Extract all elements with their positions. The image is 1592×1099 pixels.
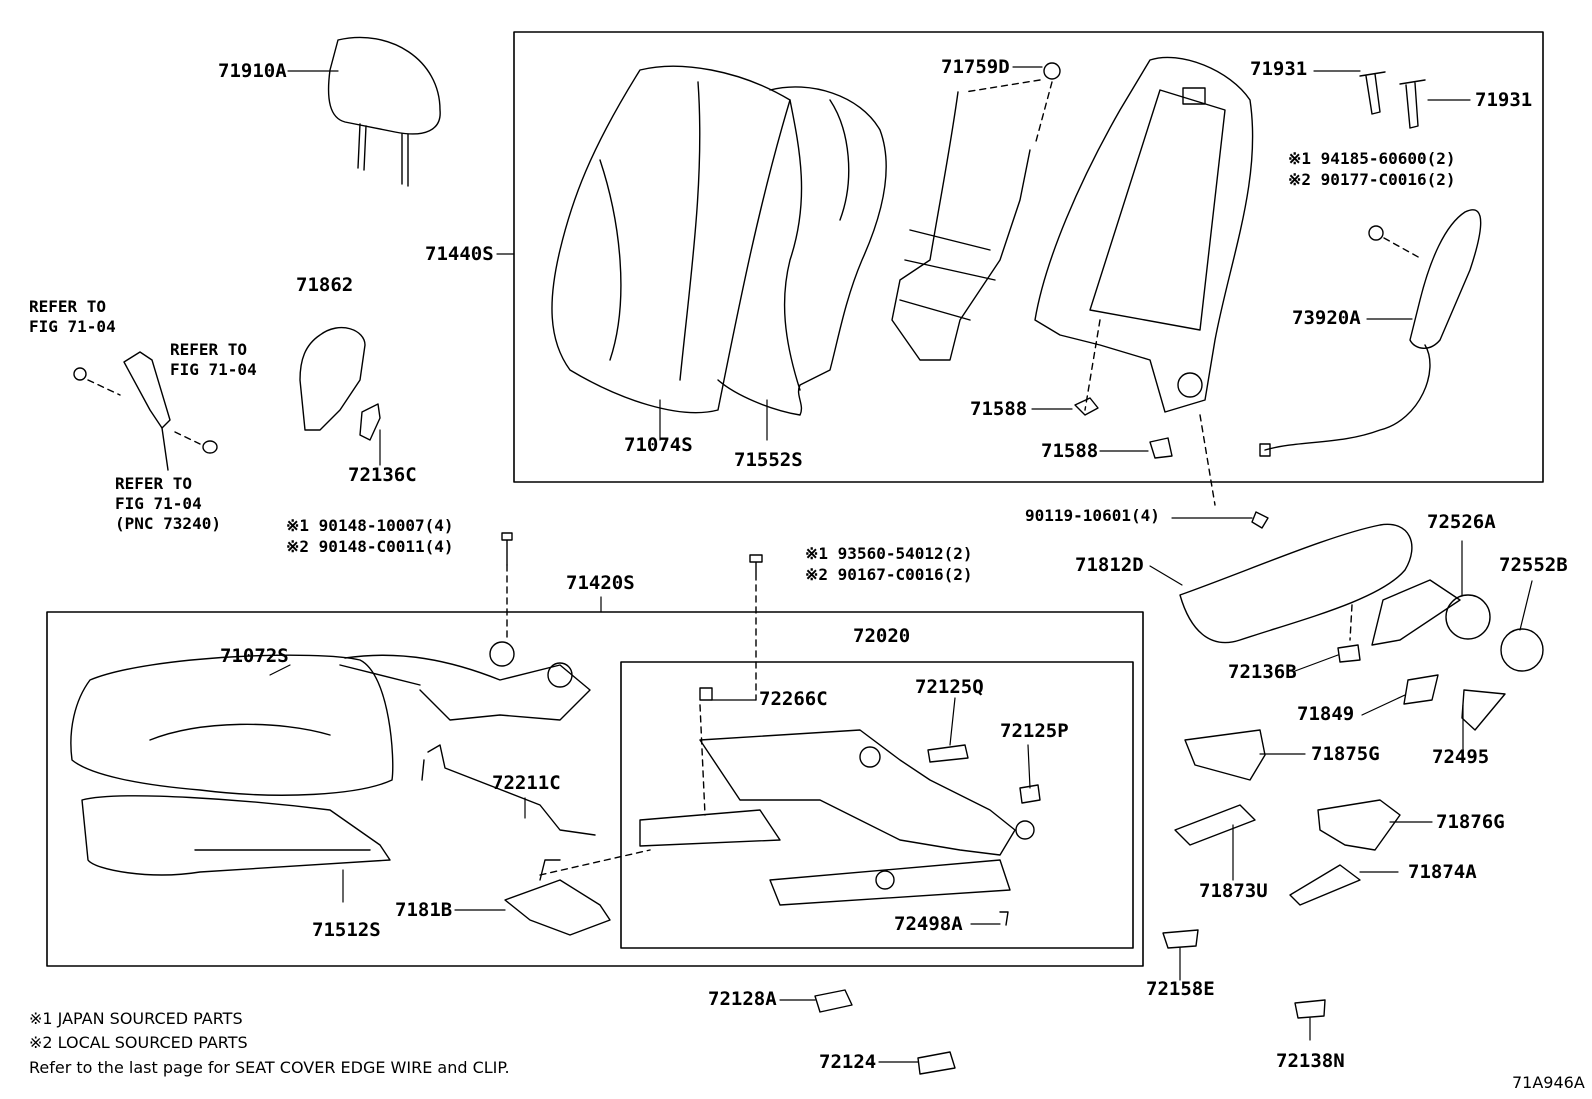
- back-board-part: [299, 326, 381, 441]
- label-72552B: 72552B: [1499, 554, 1568, 576]
- seat-cushion-pad-part: [81, 795, 391, 876]
- label-71873U: 71873U: [1199, 880, 1268, 902]
- label-72136B: 72136B: [1228, 661, 1297, 683]
- reference-note-3: REFER TO FIG 71-04 (PNC 73240): [115, 474, 221, 533]
- label-71074S: 71074S: [624, 434, 693, 456]
- label-71849: 71849: [1297, 703, 1355, 725]
- label-71072S: 71072S: [220, 645, 289, 667]
- label-72495: 72495: [1432, 746, 1490, 768]
- label-72125Q: 72125Q: [915, 676, 984, 698]
- label-72526A: 72526A: [1427, 511, 1496, 533]
- footnote-seat-cover-edge-wire: Refer to the last page for SEAT COVER ED…: [29, 1058, 510, 1077]
- label-71588-b: 71588: [1041, 440, 1099, 462]
- cushion-wire-part: [339, 641, 591, 721]
- recliner-handle-part: [73, 351, 218, 471]
- label-72020: 72020: [853, 625, 911, 647]
- leader-lines: [269, 66, 1533, 1063]
- cushion-group-box: [46, 611, 1144, 967]
- label-72124: 72124: [819, 1051, 877, 1073]
- seatback-cover-part: [551, 65, 791, 414]
- footnote-japan-sourced: ※1 JAPAN SOURCED PARTS: [29, 1009, 243, 1028]
- seat-switch-part: [1259, 209, 1482, 457]
- seatback-frame-part: [1034, 56, 1254, 506]
- label-71931-a: 71931: [1250, 58, 1308, 80]
- label-72498A: 72498A: [894, 913, 963, 935]
- cushion-rod-part: [421, 744, 596, 836]
- fastener-c-line2: ※2 90167-C0016(2): [805, 565, 973, 584]
- label-7181B: 7181B: [395, 899, 453, 921]
- label-71812D: 71812D: [1075, 554, 1144, 576]
- label-73920A: 73920A: [1292, 307, 1361, 329]
- label-71862: 71862: [296, 274, 354, 296]
- switch-parts: [927, 744, 1041, 804]
- label-72211C: 72211C: [492, 772, 561, 794]
- seatback-pad-part: [717, 86, 887, 416]
- label-71759D: 71759D: [941, 56, 1010, 78]
- seat-cushion-cover-part: [70, 654, 394, 796]
- label-71910A: 71910A: [218, 60, 287, 82]
- diagram-code: 71A946A: [1512, 1073, 1585, 1092]
- reference-note-2: REFER TO FIG 71-04: [170, 340, 257, 379]
- label-72158E: 72158E: [1146, 978, 1215, 1000]
- fastener-b-line1: ※1 90148-10007(4): [286, 516, 454, 535]
- footnote-local-sourced: ※2 LOCAL SOURCED PARTS: [29, 1033, 248, 1052]
- label-71552S: 71552S: [734, 449, 803, 471]
- label-71420S: 71420S: [566, 572, 635, 594]
- seat-adjuster-part: [639, 704, 1035, 906]
- headrest-part: [327, 36, 441, 187]
- label-71874A: 71874A: [1408, 861, 1477, 883]
- clip-72498A: [999, 911, 1009, 926]
- adjuster-group-box: [620, 661, 1134, 949]
- fastener-b-line2: ※2 90148-C0011(4): [286, 537, 454, 556]
- label-72136C: 72136C: [348, 464, 417, 486]
- label-71875G: 71875G: [1311, 743, 1380, 765]
- seatback-group-box: [513, 31, 1544, 483]
- label-72266C: 72266C: [759, 688, 828, 710]
- side-shield-part: [814, 523, 1544, 1075]
- clip-72266C: [699, 687, 713, 701]
- label-72128A: 72128A: [708, 988, 777, 1010]
- label-71440S: 71440S: [425, 243, 494, 265]
- fastener-a-line2: ※2 90177-C0016(2): [1288, 170, 1456, 189]
- label-71876G: 71876G: [1436, 811, 1505, 833]
- label-71588-a: 71588: [970, 398, 1028, 420]
- label-71931-b: 71931: [1475, 89, 1533, 111]
- pin-parts: [1359, 71, 1426, 129]
- label-72125P: 72125P: [1000, 720, 1069, 742]
- fastener-c-line1: ※1 93560-54012(2): [805, 544, 973, 563]
- label-72138N: 72138N: [1276, 1050, 1345, 1072]
- reference-note-1: REFER TO FIG 71-04: [29, 297, 116, 336]
- fastener-a-line1: ※1 94185-60600(2): [1288, 149, 1456, 168]
- bracket-part: [504, 849, 651, 936]
- seatback-wire-part: [891, 62, 1061, 361]
- bolt-parts: [501, 511, 1269, 701]
- label-71512S: 71512S: [312, 919, 381, 941]
- label-90119: 90119-10601(4): [1025, 506, 1160, 525]
